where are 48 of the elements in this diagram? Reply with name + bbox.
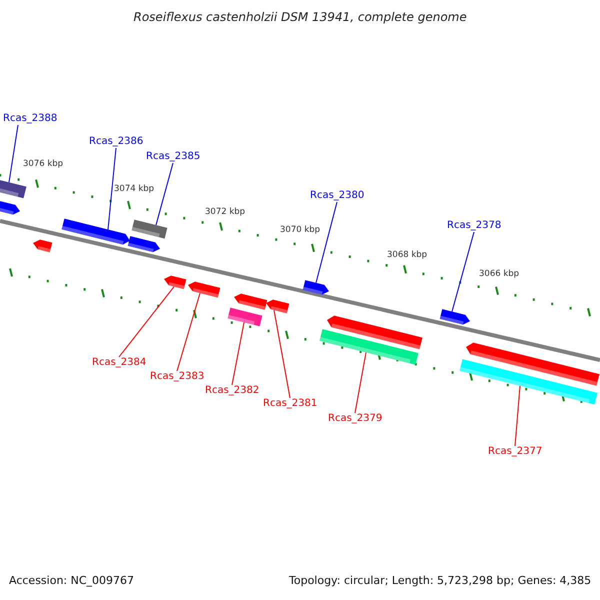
gene-label: Rcas_2386 [89, 136, 144, 148]
gene-feature [440, 309, 470, 325]
gene-feature [228, 308, 262, 326]
scale-label: 3076 kbp [23, 158, 64, 170]
gene-feature [302, 280, 329, 295]
gene-feature [320, 329, 418, 365]
gene-feature [62, 218, 130, 245]
scale-label: 3068 kbp [387, 249, 428, 261]
gene-feature [460, 359, 598, 404]
gene-feature [466, 342, 600, 386]
leader-line [274, 310, 290, 398]
gene-label: Rcas_2378 [447, 220, 502, 232]
scale-label: 3074 kbp [114, 183, 154, 195]
leader-line [176, 292, 200, 372]
accession-note: Accession: NC_009767 [9, 575, 134, 587]
gene-feature [0, 179, 26, 198]
genome-summary: Topology: circular; Length: 5,723,298 bp; Genes: 4,385 [289, 575, 592, 587]
scale-label: 3070 kbp [280, 224, 320, 236]
gene-feature [164, 276, 186, 290]
gene-feature [266, 300, 290, 314]
leader-line [232, 322, 244, 386]
diagram-title: Roseiflexus castenholzii DSM 13941, complete genome [134, 11, 467, 23]
gene-label: Rcas_2388 [3, 113, 58, 125]
scale-label: 3072 kbp [205, 206, 246, 218]
gene-label: Rcas_2381 [263, 398, 318, 410]
leader-line [156, 162, 174, 226]
gene-feature [0, 200, 20, 215]
gene-label: Rcas_2379 [328, 413, 382, 425]
gene-feature [128, 236, 160, 252]
gene-feature [188, 282, 220, 298]
gene-label: Rcas_2385 [146, 151, 200, 163]
leader-line [514, 385, 520, 446]
gene-feature [327, 316, 422, 350]
gene-feature [132, 220, 168, 239]
gene-label: Rcas_2384 [92, 357, 146, 369]
gene-feature [234, 294, 268, 310]
leader-line [108, 148, 116, 230]
leader-line [118, 286, 174, 358]
gene-label: Rcas_2377 [488, 446, 542, 458]
gene-label: Rcas_2383 [150, 371, 204, 383]
leader-line [452, 232, 474, 312]
gene-label: Rcas_2382 [205, 385, 260, 397]
gene-label: Rcas_2380 [310, 190, 364, 202]
gene-feature [33, 240, 52, 252]
scale-label: 3066 kbp [479, 268, 520, 280]
leader-line [316, 202, 338, 284]
leader-line [8, 124, 18, 183]
leader-line [354, 352, 366, 414]
